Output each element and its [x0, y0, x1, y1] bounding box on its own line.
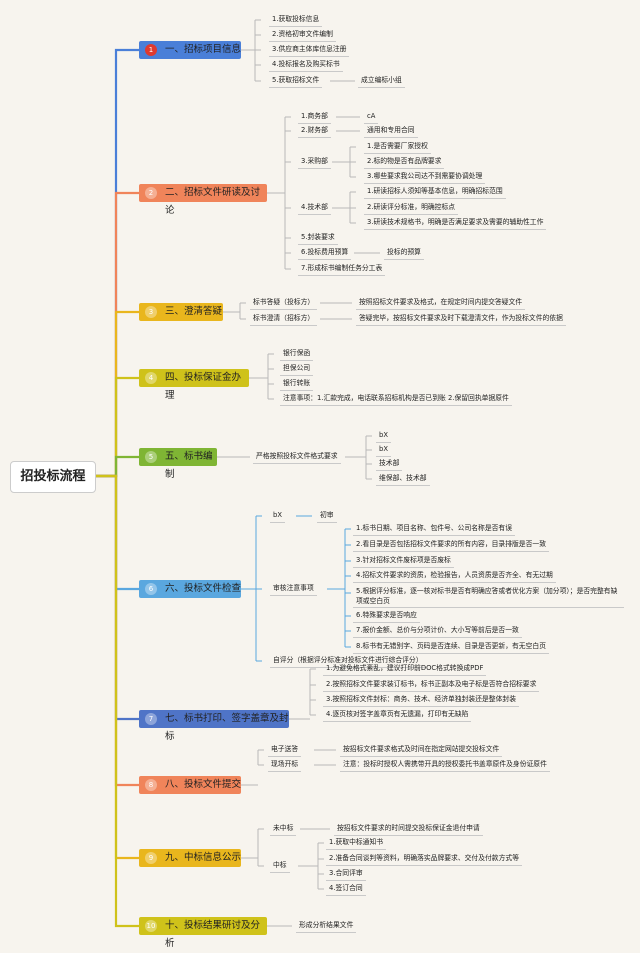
s3-item[interactable]: 标书答疑（投标方）	[250, 296, 318, 310]
s1-item[interactable]: 4.投标报名及购买标书	[269, 58, 343, 72]
section-number-badge: 3	[145, 306, 157, 318]
s9-item[interactable]: 中标	[270, 859, 290, 873]
section-label: 一、招标项目信息	[165, 44, 242, 55]
s7-item[interactable]: 1.为避免格式紊乱，建议打印前DOC格式转换成PDF	[323, 662, 487, 676]
s9-win-detail[interactable]: 3.合同评审	[326, 867, 366, 881]
trunk-line	[94, 474, 139, 928]
section-10-node[interactable]: 10 十、投标结果研讨及分析	[139, 917, 267, 949]
s6-review-item[interactable]: 1.标书日期、项目名称、包件号、公司名称是否有误	[353, 522, 516, 536]
s4-item[interactable]: 担保公司	[280, 362, 314, 376]
section-label: 十、投标结果研讨及分析	[165, 920, 261, 949]
section-label: 七、标书打印、签字盖章及封标	[165, 713, 289, 742]
section-3-node[interactable]: 3 三、澄清答疑	[139, 303, 223, 321]
section-number-badge: 10	[145, 920, 157, 932]
s7-item[interactable]: 2.按照招标文件要求装订标书，标书正副本及电子标是否符合招标要求	[323, 678, 540, 692]
s2-item[interactable]: 7.形成标书编制任务分工表	[298, 262, 386, 276]
s3-detail[interactable]: 答疑完毕，按招标文件要求及时下载澄清文件，作为投标文件的依据	[356, 312, 566, 326]
section-label: 九、中标信息公示	[165, 852, 242, 863]
section-7-node[interactable]: 7 七、标书打印、签字盖章及封标	[139, 710, 289, 742]
s6-review-item[interactable]: 5.根据评分标准，逐一核对标书是否有明确应答或者优化方案（加分项）；是否完整有缺…	[353, 586, 624, 608]
s6-review-item[interactable]: 2.看目录是否包括招标文件要求的所有内容，目录排版是否一致	[353, 538, 549, 552]
section-label: 三、澄清答疑	[165, 306, 223, 317]
section-number-badge: 9	[145, 852, 157, 864]
section-5-node[interactable]: 5 五、标书编制	[139, 448, 217, 480]
s2-item[interactable]: 3.采购部	[298, 155, 331, 169]
s5-detail[interactable]: bX	[376, 429, 391, 443]
s9-win-detail[interactable]: 1.获取中标通知书	[326, 836, 387, 850]
s8-item[interactable]: 电子送答	[268, 743, 302, 757]
section-label: 六、投标文件检查	[165, 583, 242, 594]
s8-detail[interactable]: 注意：投标时授权人需携带开具的授权委托书盖章原件及身份证原件	[340, 758, 550, 772]
s2-item[interactable]: 4.技术部	[298, 201, 331, 215]
s5-item[interactable]: 严格按照投标文件格式要求	[253, 450, 341, 464]
section-1-node[interactable]: 1 一、招标项目信息	[139, 41, 241, 59]
s2-finance[interactable]: 通用和专用合同	[364, 124, 418, 138]
section-label: 二、招标文件研读及讨论	[165, 187, 261, 216]
s6-self[interactable]: 自评分（根据评分标准对投标文件进行综合评分）	[270, 654, 426, 668]
section-number-badge: 1	[145, 44, 157, 56]
s6-review-item[interactable]: 4.招标文件要求的资质，检验报告，人员资质是否齐全、有无过期	[353, 569, 556, 583]
s2-item[interactable]: 6.投标费用预算	[298, 246, 352, 260]
section-number-badge: 5	[145, 451, 157, 463]
section-label: 四、投标保证金办理	[165, 372, 242, 401]
s1-item[interactable]: 5.获取招标文件	[269, 74, 323, 88]
s2-item[interactable]: 5.封装要求	[298, 231, 338, 245]
s5-detail[interactable]: 维保部、技术部	[376, 472, 430, 486]
s2-tech[interactable]: 2.研读评分标准，明确控标点	[364, 201, 459, 215]
s2-item[interactable]: 2.财务部	[298, 124, 331, 138]
section-number-badge: 4	[145, 372, 157, 384]
s2-tech[interactable]: 1.研读招标人须知等基本信息，明确招标范围	[364, 185, 506, 199]
s1-item[interactable]: 1.获取投标信息	[269, 13, 323, 27]
trunk-line	[94, 455, 139, 478]
section-number-badge: 8	[145, 779, 157, 791]
s1-extra[interactable]: 成立编标小组	[358, 74, 405, 88]
s8-detail[interactable]: 按招标文件要求格式及时间在指定网站提交投标文件	[340, 743, 503, 757]
section-number-badge: 2	[145, 187, 157, 199]
s6-first[interactable]: bX	[270, 509, 285, 523]
s2-commerce[interactable]: cA	[364, 110, 379, 124]
s9-lose-detail[interactable]: 按招标文件要求的时间提交投标保证金退付申请	[334, 822, 483, 836]
section-9-node[interactable]: 9 九、中标信息公示	[139, 849, 241, 867]
s9-win-detail[interactable]: 2.准备合同谈判等资料，明确落实品牌要求、交付及付款方式等	[326, 852, 522, 866]
s5-detail[interactable]: bX	[376, 443, 391, 457]
root-node: 招投标流程	[10, 461, 96, 493]
s5-detail[interactable]: 技术部	[376, 457, 403, 471]
s7-item[interactable]: 4.逐页核对签字盖章页有无遗漏，打印有无缺陷	[323, 708, 472, 722]
s7-item[interactable]: 3.按照招标文件封标：商务、技术、经济单独封装还是整体封装	[323, 693, 519, 707]
s2-tech[interactable]: 3.研读技术规格书，明确是否满足要求及需要的辅助性工作	[364, 216, 547, 230]
section-2-node[interactable]: 2 二、招标文件研读及讨论	[139, 184, 267, 216]
s2-purchase[interactable]: 1.是否需要厂家授权	[364, 140, 431, 154]
section-8-node[interactable]: 8 八、投标文件提交	[139, 776, 241, 794]
s6-review-item[interactable]: 8.标书有无错别字、页码是否连续、目录是否更新，有无空白页	[353, 640, 549, 654]
s1-item[interactable]: 2.资格初审文件编制	[269, 28, 336, 42]
section-number-badge: 7	[145, 713, 157, 725]
s6-first-detail[interactable]: 初审	[317, 509, 337, 523]
s6-review-item[interactable]: 6.特殊要求是否响应	[353, 609, 420, 623]
s9-item[interactable]: 未中标	[270, 822, 297, 836]
s4-item[interactable]: 银行保函	[280, 347, 314, 361]
s3-item[interactable]: 标书澄清（招标方）	[250, 312, 318, 326]
s3-detail[interactable]: 按照招标文件要求及格式，在规定时间内提交答疑文件	[356, 296, 526, 310]
s6-review[interactable]: 审核注意事项	[270, 582, 317, 596]
s10-item[interactable]: 形成分析结果文件	[296, 919, 357, 933]
section-label: 五、标书编制	[165, 451, 213, 480]
s4-item[interactable]: 银行转账	[280, 377, 314, 391]
section-4-node[interactable]: 4 四、投标保证金办理	[139, 369, 249, 401]
s4-item[interactable]: 注意事项：1.汇款完成，电话联系招标机构是否已到账 2.保留回执单据原件	[280, 392, 512, 406]
section-label: 八、投标文件提交	[165, 779, 242, 790]
s2-purchase[interactable]: 2.标的物是否有品牌要求	[364, 155, 445, 169]
s9-win-detail[interactable]: 4.签订合同	[326, 882, 366, 896]
s6-review-item[interactable]: 3.针对招标文件废标项是否废标	[353, 554, 454, 568]
s6-review-item[interactable]: 7.报价金额、总价与分项计价、大小写等前后是否一致	[353, 624, 522, 638]
s2-purchase[interactable]: 3.哪些要求我公司达不到需要协调处理	[364, 170, 486, 184]
s2-budget[interactable]: 投标的预算	[384, 246, 424, 260]
s8-item[interactable]: 现场开标	[268, 758, 302, 772]
s2-item[interactable]: 1.商务部	[298, 110, 331, 124]
s1-item[interactable]: 3.供应商主体库信息注册	[269, 43, 350, 57]
section-6-node[interactable]: 6 六、投标文件检查	[139, 580, 241, 598]
section-number-badge: 6	[145, 583, 157, 595]
